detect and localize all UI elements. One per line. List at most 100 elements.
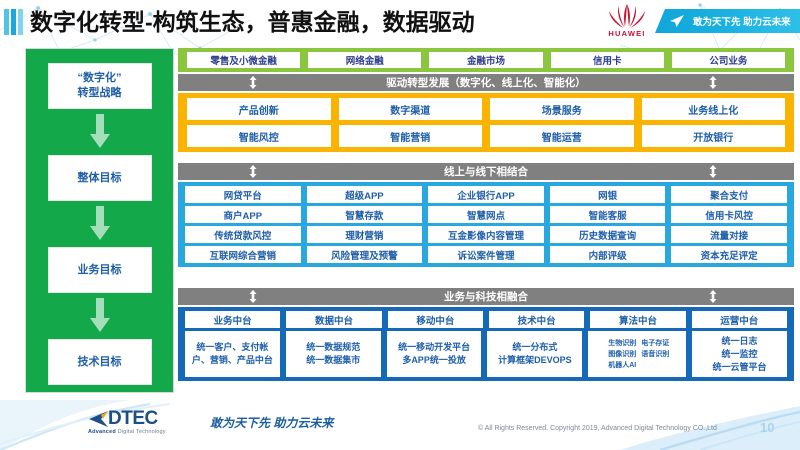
application-cell[interactable]: 流量对接	[671, 226, 787, 243]
dtec-tagline: Advanced Digital Technology	[88, 429, 166, 435]
band-drive-label: 驱动转型发展（数字化、线上化、智能化）	[386, 77, 586, 89]
application-cell[interactable]: 企业银行APP	[428, 186, 544, 203]
huawei-cloud-banner: 敢为天下先 助力云未来	[655, 9, 800, 33]
application-cell[interactable]: 互金影像内容管理	[428, 226, 544, 243]
applications-blue-section: 网贷平台超级APP 企业银行APP 网银聚合支付商户APP 智慧存款智慧网点智能客服信…	[178, 182, 794, 267]
strategy-step[interactable]: 整体目标	[47, 155, 152, 201]
capability-orange-section: 产品创新数字渠道场景服务业务线上化智能风控智能营销智能运营开放银行	[178, 93, 794, 152]
platform-detail-cell[interactable]: 统一客户、支付帐户、营销、产品中台	[185, 331, 280, 377]
slide-footer: DTEC Advanced Digital Technology 敢为天下先 助…	[0, 398, 800, 450]
footer-wave-decoration	[0, 400, 800, 450]
capability-cell[interactable]: 产品创新	[187, 98, 331, 120]
application-cell[interactable]: 网贷平台	[185, 186, 301, 203]
capability-cell[interactable]: 场景服务	[490, 98, 634, 120]
capability-row: 产品创新数字渠道场景服务业务线上化	[183, 98, 789, 120]
application-cell[interactable]: 网银	[549, 186, 666, 203]
capability-cell[interactable]: 开放银行	[641, 125, 785, 147]
page-title: 数字化转型-构筑生态，普惠金融，数据驱动	[30, 9, 475, 35]
strategy-step[interactable]: 业务目标	[47, 247, 152, 293]
platform-header-cell[interactable]: 运营中台	[691, 311, 787, 328]
page-number: 10	[760, 420, 775, 435]
business-line-tab[interactable]: 公司业务	[671, 52, 786, 68]
huawei-flower-icon	[609, 4, 645, 28]
dtec-tagline-bold: Advanced	[88, 429, 116, 435]
algorithm-item-pair: 生物识别电子存证	[608, 338, 669, 349]
dtec-arrow-icon	[89, 411, 108, 427]
band-business-tech-label: 业务与科技相融合	[444, 291, 528, 303]
platform-header-cell[interactable]: 移动中台	[387, 311, 483, 328]
platform-header-cell[interactable]: 业务中台	[185, 311, 281, 328]
algorithm-item: 生物识别	[608, 339, 637, 347]
platform-header-cell[interactable]: 技术中台	[488, 311, 585, 328]
business-lines-band: 零售及小微金融网络金融金融市场信用卡公司业务	[178, 48, 794, 72]
capability-cell[interactable]: 业务线上化	[641, 98, 785, 120]
up-down-arrow-icon	[249, 76, 257, 89]
capability-cell[interactable]: 智能营销	[338, 125, 482, 147]
business-line-tab[interactable]: 网络金融	[308, 52, 422, 68]
application-cell[interactable]: 智慧网点	[428, 206, 544, 223]
algorithm-item: 机器人AI	[608, 361, 637, 369]
platform-header-cell[interactable]: 数据中台	[286, 311, 382, 328]
business-line-tab[interactable]: 金融市场	[429, 52, 543, 68]
title-bar: 数字化转型-构筑生态，普惠金融，数据驱动 HUAWEI 敢为天下先 助力云未来	[0, 0, 800, 44]
application-cell[interactable]: 资本充足评定	[671, 246, 787, 263]
up-down-arrow-icon	[249, 290, 257, 303]
platform-detail-cell[interactable]: 统一分布式计算框架DEVOPS	[487, 331, 583, 377]
up-down-arrow-icon	[249, 165, 257, 178]
capability-cell[interactable]: 数字渠道	[338, 98, 482, 120]
dtec-tagline-rest: Digital Technology	[115, 429, 166, 435]
application-cell[interactable]: 信用卡风控	[671, 206, 787, 223]
strategy-step[interactable]: “数字化”转型战略	[47, 63, 152, 109]
main-architecture-area: 零售及小微金融网络金融金融市场信用卡公司业务 驱动转型发展（数字化、线上化、智能…	[178, 48, 794, 391]
business-line-tab[interactable]: 零售及小微金融	[187, 52, 301, 68]
capability-row: 智能风控智能营销智能运营开放银行	[183, 125, 789, 147]
application-row: 商户APP 智慧存款智慧网点智能客服信用卡风控	[182, 206, 790, 223]
application-cell[interactable]: 理财营销	[306, 226, 423, 243]
algorithm-item-pair: 图像识别语音识别	[608, 349, 669, 360]
application-cell[interactable]: 聚合支付	[671, 186, 787, 203]
band-business-tech: 业务与科技相融合	[178, 288, 794, 305]
down-arrow-icon	[89, 114, 111, 150]
down-arrow-icon	[89, 206, 111, 242]
huawei-wordmark: HUAWEI	[608, 29, 646, 38]
application-cell[interactable]: 内部评级	[549, 246, 666, 263]
application-cell[interactable]: 风险管理及预警	[306, 246, 423, 263]
dtec-wordmark: DTEC	[108, 408, 158, 429]
application-row: 网贷平台超级APP 企业银行APP 网银聚合支付	[182, 186, 790, 203]
down-arrow-icon	[89, 298, 111, 334]
paper-plane-icon	[670, 15, 684, 27]
huawei-logo: HUAWEI	[600, 2, 654, 42]
application-cell[interactable]: 智能客服	[549, 206, 666, 223]
application-cell[interactable]: 历史数据查询	[549, 226, 666, 243]
up-down-arrow-icon	[709, 165, 717, 178]
band-online-offline: 线上与线下相结合	[178, 163, 794, 180]
banner-text: 敢为天下先 助力云未来	[693, 17, 791, 28]
platform-header-cell[interactable]: 算法中台	[590, 311, 686, 328]
band-drive-transformation: 驱动转型发展（数字化、线上化、智能化）	[178, 74, 794, 91]
footer-slogan: 敢为天下先 助力云未来	[210, 416, 334, 430]
capability-cell[interactable]: 智能运营	[490, 125, 634, 147]
platform-section: 业务中台数据中台移动中台技术中台算法中台运营中台 统一客户、支付帐户、营销、产品…	[178, 307, 794, 381]
application-row: 传统贷款风控理财营销互金影像内容管理历史数据查询流量对接	[182, 226, 790, 243]
capability-cell[interactable]: 智能风控	[187, 125, 331, 147]
algorithm-item-pair: 机器人AI	[608, 360, 669, 371]
accent-bars-icon	[4, 9, 30, 35]
application-cell[interactable]: 超级APP	[306, 186, 423, 203]
algorithm-item: 语音识别	[641, 350, 670, 358]
copyright-text: © All Rights Reserved. Copyright 2019, A…	[478, 425, 717, 432]
platform-detail-cell-algorithm[interactable]: 生物识别电子存证图像识别语音识别机器人AI	[588, 331, 687, 377]
algorithm-item: 图像识别	[608, 350, 637, 358]
application-cell[interactable]: 诉讼案件管理	[428, 246, 544, 263]
strategy-step[interactable]: 技术目标	[47, 339, 152, 385]
application-cell[interactable]: 智慧存款	[306, 206, 423, 223]
up-down-arrow-icon	[709, 76, 717, 89]
platform-detail-cell[interactable]: 统一日志统一监控统一云管平台	[692, 331, 787, 377]
application-cell[interactable]: 传统贷款风控	[185, 226, 301, 243]
application-cell[interactable]: 互联网综合营销	[185, 246, 301, 263]
application-cell[interactable]: 商户APP	[185, 206, 301, 223]
platform-detail-cell[interactable]: 统一数据规范统一数据集市	[285, 331, 381, 377]
business-line-tab[interactable]: 信用卡	[550, 52, 664, 68]
platform-detail-cell[interactable]: 统一移动开发平台多APP统一投放	[386, 331, 482, 377]
up-down-arrow-icon	[709, 290, 717, 303]
